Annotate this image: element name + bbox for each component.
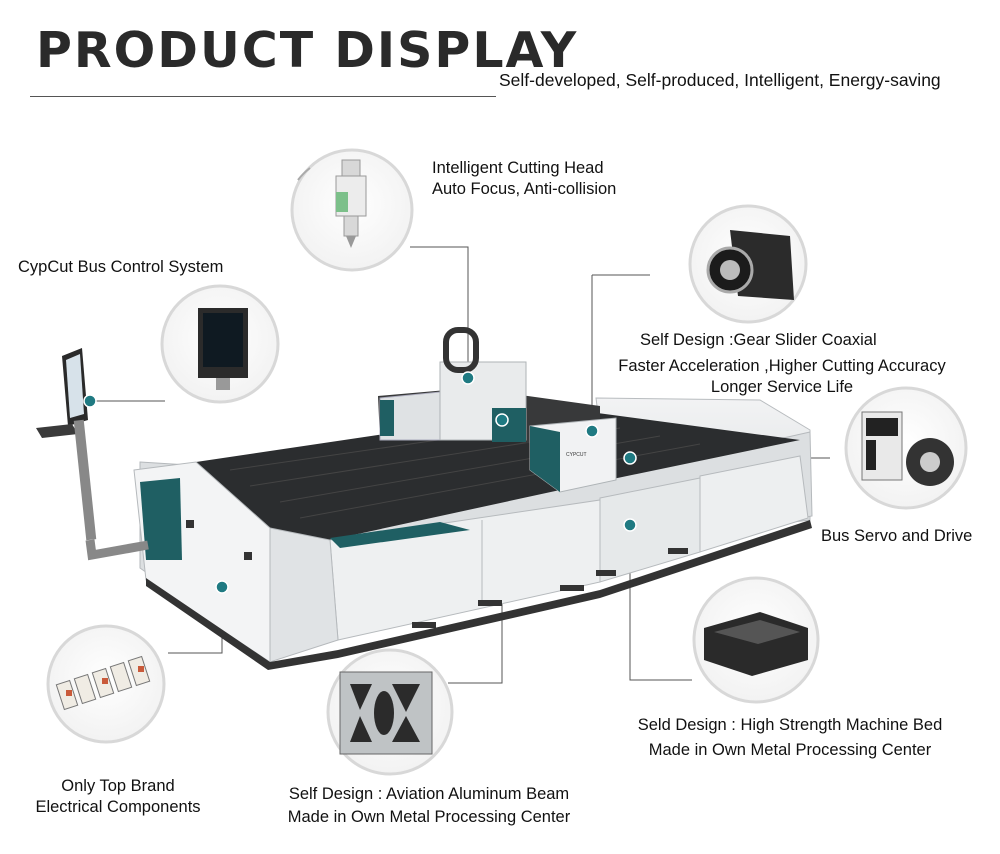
title-divider [30,96,496,97]
servo-label: Bus Servo and Drive [821,527,973,545]
cutting-head-detail-circle [290,148,414,272]
machine-bed-label: Seld Design : High Strength Machine Bed … [637,716,943,759]
svg-text:CYPCUT: CYPCUT [566,452,587,458]
gear-slider-title: Self Design :Gear Slider Coaxial [640,331,877,349]
gear-slider-detail-circle [688,204,808,324]
laser-cutting-machine: CYPCUT [36,327,813,670]
bus-control-label: CypCut Bus Control System [18,258,224,276]
aluminum-beam-label: Self Design : Aviation Aluminum Beam Mad… [287,785,571,826]
electrical-components-detail-circle [46,624,166,744]
machine-bed-detail-circle [692,576,820,704]
gear-slider-description: Faster Acceleration ,Higher Cutting Accu… [618,357,946,396]
callout-dots [83,371,637,594]
page-subtitle: Self-developed, Self-produced, Intellige… [499,70,941,90]
aluminum-beam-detail-circle [326,648,454,776]
servo-drive-detail-circle [844,386,968,510]
control-console [36,348,149,561]
cypcut-controller-detail-circle [160,284,280,404]
cutting-head-label: Intelligent Cutting Head Auto Focus, Ant… [432,159,617,198]
page-title: PRODUCT DISPLAY [36,22,579,79]
electrical-components-label: Only Top Brand Electrical Components [35,777,201,816]
